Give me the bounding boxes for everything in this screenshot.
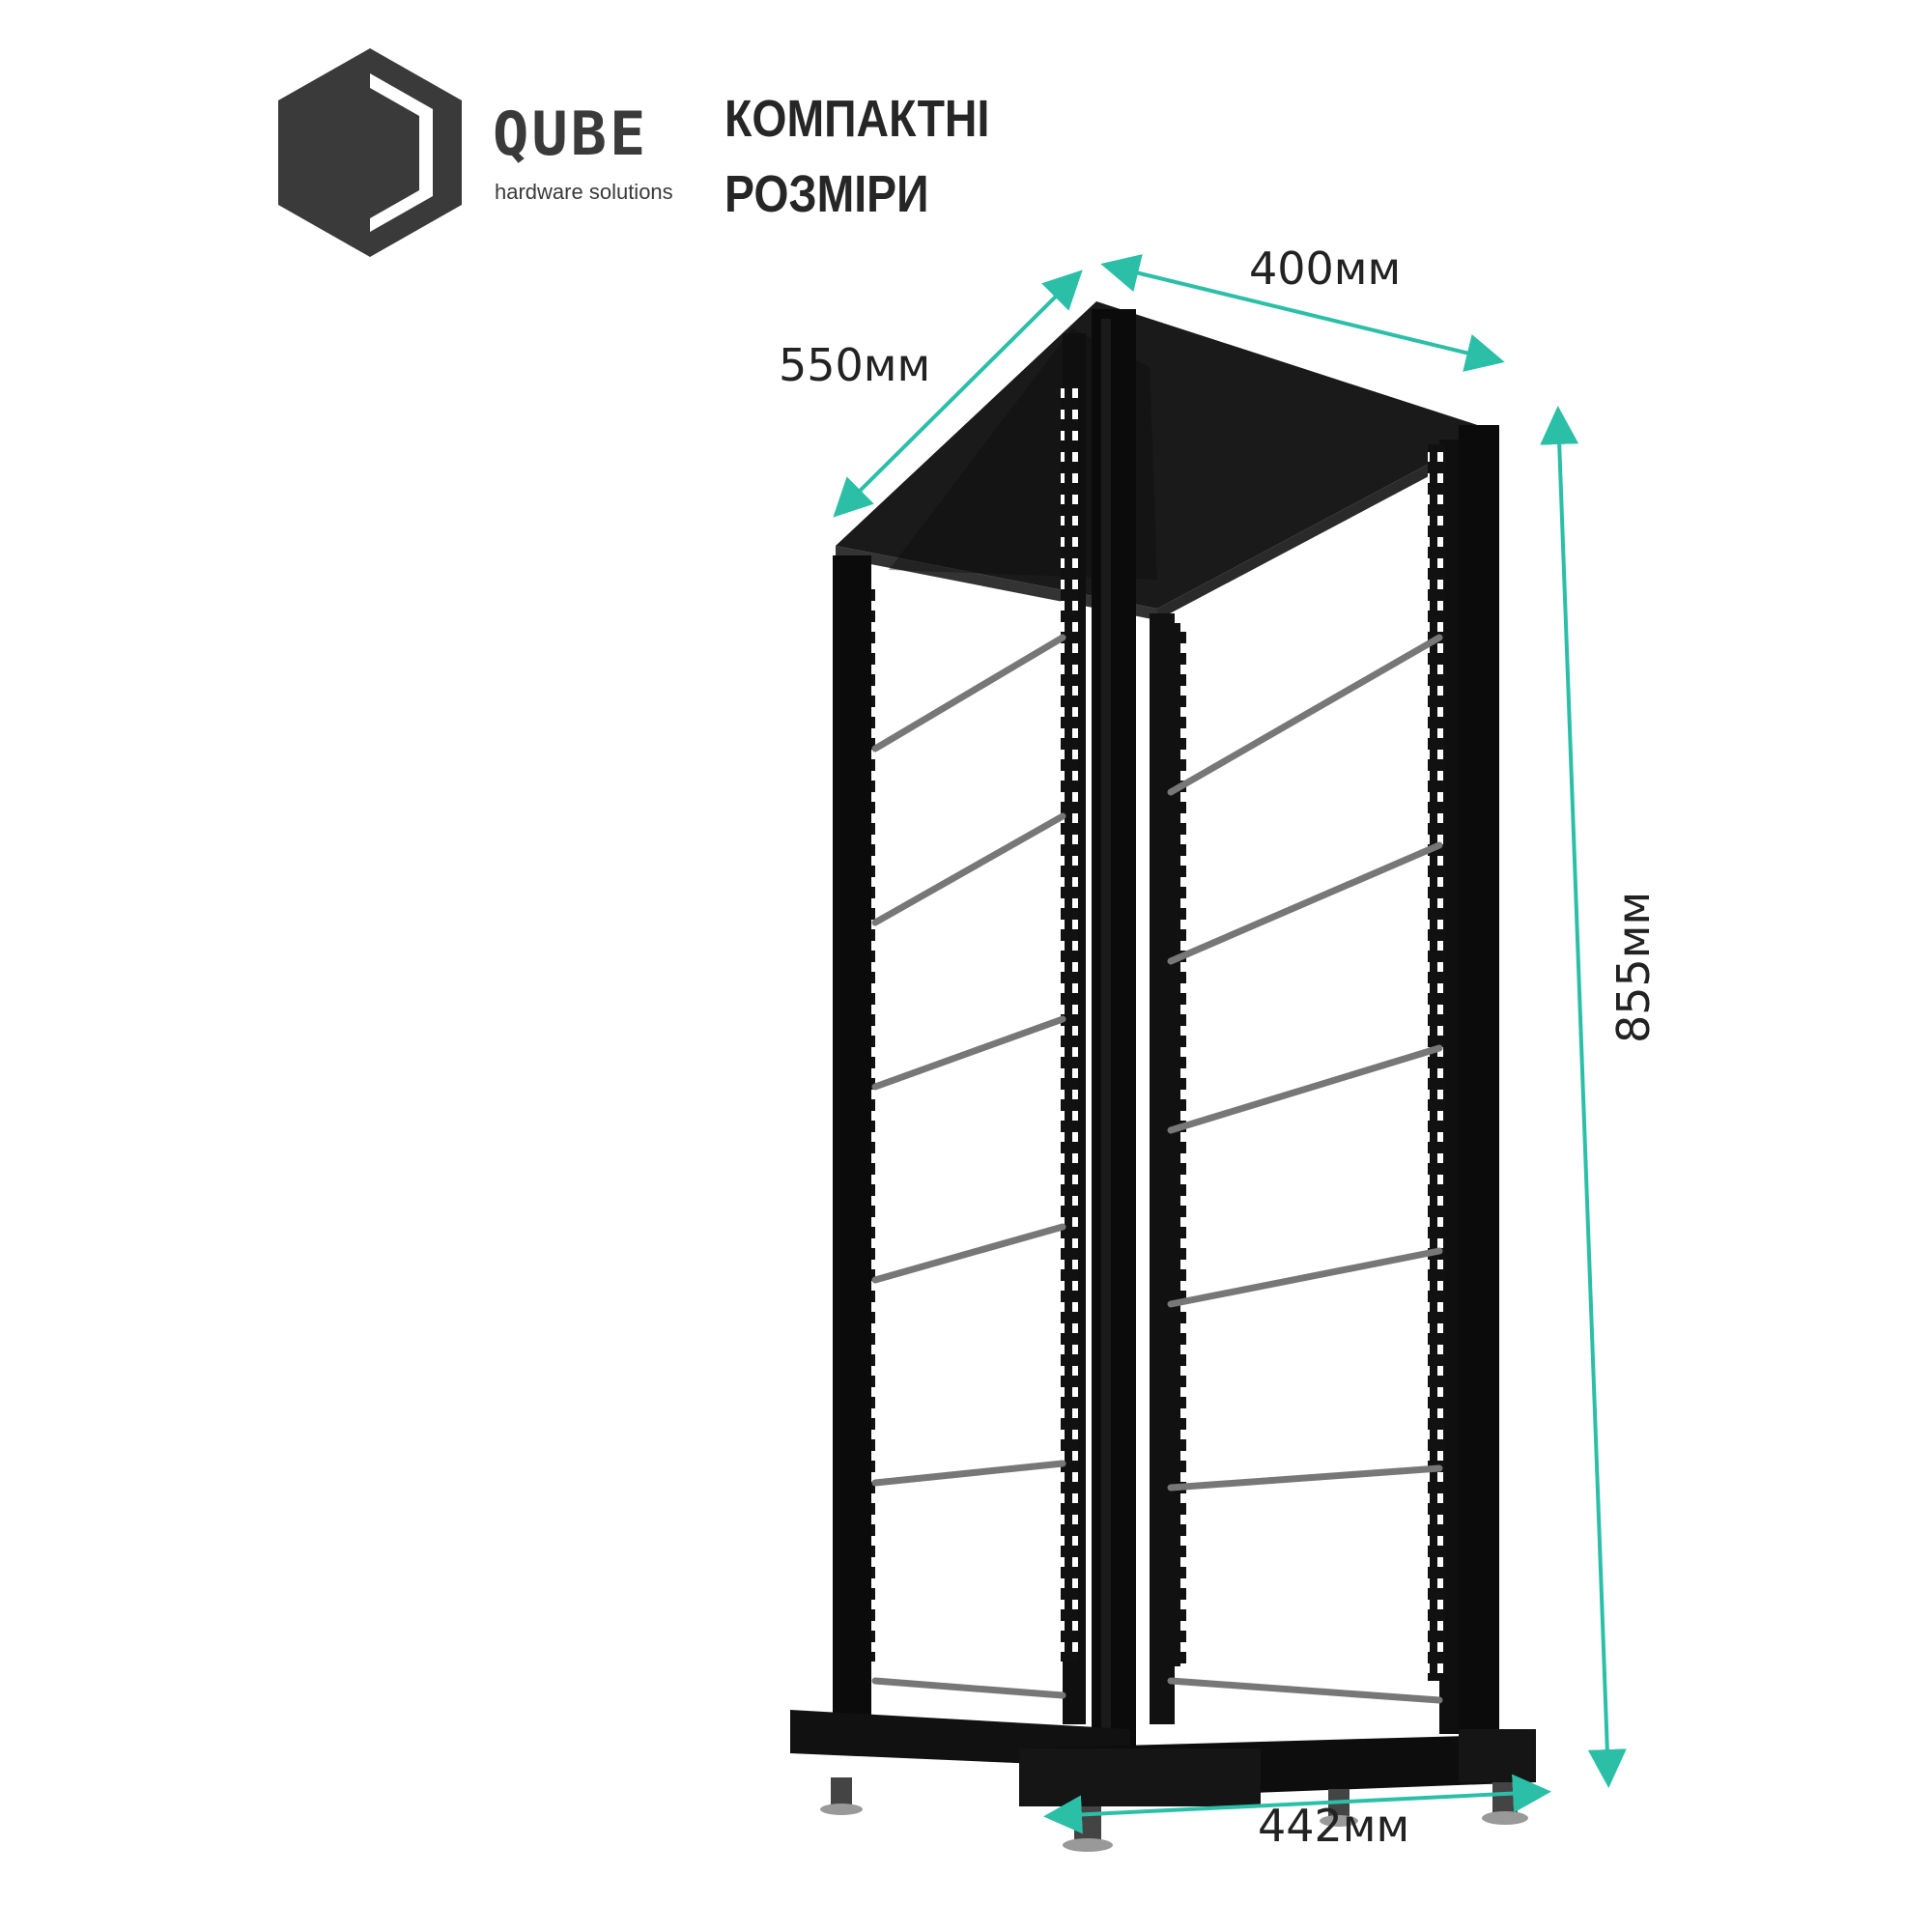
dimension-arrows: [833, 254, 1627, 1834]
rack-crossbars-left: [871, 634, 1066, 1699]
rack-post-front-left: [1092, 309, 1136, 1787]
rack-crossbars-right: [1167, 634, 1443, 1704]
height-dimension-label: 855мм: [1607, 891, 1660, 1043]
rack-top-plate: [836, 301, 1492, 609]
width-bottom-dimension-label: 442мм: [1258, 1800, 1410, 1852]
headline-line-1: КОМПАКТНІ: [724, 90, 990, 148]
qube-logo-icon: [278, 48, 462, 257]
rack-post-far-left: [833, 555, 871, 1715]
height-arrow: [1540, 406, 1627, 1788]
headline: КОМПАКТНІ РОЗМІРИ: [724, 81, 989, 232]
width-bottom-arrow: [1043, 1774, 1551, 1834]
depth-arrow: [833, 270, 1083, 518]
width-top-arrow: [1100, 254, 1505, 372]
rack-post-front-right: [1459, 425, 1499, 1748]
brand-tagline: hardware solutions: [495, 180, 673, 204]
rack-post-middle: [1150, 613, 1175, 1724]
brand-name: QUBE: [493, 99, 649, 169]
depth-dimension-label: 550мм: [779, 339, 931, 391]
width-top-dimension-label: 400мм: [1249, 242, 1402, 295]
headline-line-2: РОЗМІРИ: [724, 165, 929, 223]
